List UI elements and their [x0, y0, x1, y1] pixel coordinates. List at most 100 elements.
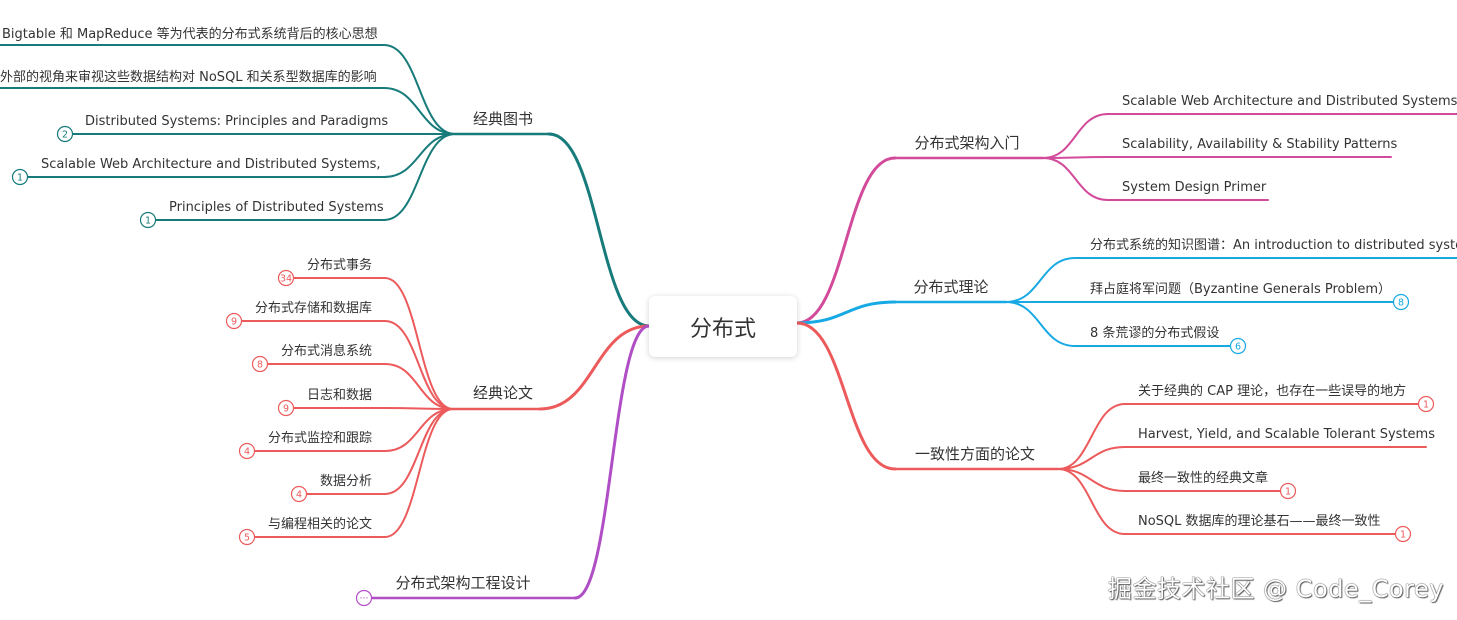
leaf-papers-6[interactable]: 与编程相关的论文: [268, 516, 372, 532]
badge-count: 9: [283, 403, 289, 414]
count-badge-consistency-0[interactable]: 1: [1417, 395, 1435, 413]
count-badge-papers-3[interactable]: 9: [277, 399, 295, 417]
badge-circle: [1229, 337, 1247, 355]
topic-theory[interactable]: 分布式理论: [913, 278, 988, 296]
branch-line-consistency: [795, 321, 897, 471]
badge-circle: [1392, 293, 1410, 311]
badge-count: 1: [1423, 399, 1429, 410]
badge-circle: [1279, 482, 1297, 500]
badge-circle: [238, 528, 256, 546]
badge-count: 1: [17, 172, 23, 183]
leaf-connector-intro-1: [1042, 156, 1109, 159]
badge-circle: [251, 355, 269, 373]
count-badge-papers-2[interactable]: 8: [251, 355, 269, 373]
leaf-books-2[interactable]: Distributed Systems: Principles and Para…: [85, 114, 388, 129]
leaf-books-4[interactable]: Principles of Distributed Systems: [169, 200, 384, 215]
leaf-connector-papers-0: [384, 277, 454, 410]
topic-consistency[interactable]: 一致性方面的论文: [915, 445, 1035, 463]
badge-count: 34: [280, 273, 292, 284]
count-badge-theory-1[interactable]: 8: [1392, 293, 1410, 311]
branch-line-theory: [795, 300, 897, 325]
leaf-connector-books-1: [383, 87, 456, 135]
leaf-books-3[interactable]: Scalable Web Architecture and Distribute…: [41, 157, 381, 172]
leaf-papers-2[interactable]: 分布式消息系统: [281, 343, 372, 359]
leaf-connector-papers-6: [384, 408, 454, 538]
badge-count: 8: [257, 359, 263, 370]
badge-circle: [225, 312, 243, 330]
leaf-connector-consistency-1: [1057, 446, 1126, 470]
count-badge-theory-2[interactable]: 6: [1229, 337, 1247, 355]
leaf-connector-papers-5: [384, 408, 454, 495]
badge-circle: [11, 168, 29, 186]
count-badge-books-3[interactable]: 1: [11, 168, 29, 186]
leaf-intro-2[interactable]: System Design Primer: [1122, 180, 1267, 195]
leaf-consistency-2[interactable]: 最终一致性的经典文章: [1138, 470, 1268, 486]
badge-count: 8: [1398, 297, 1404, 308]
badge-circle: [355, 589, 373, 607]
count-badge-books-2[interactable]: 2: [56, 125, 74, 143]
branch-line-engineering: [573, 324, 651, 600]
watermark: 掘金技术社区 @ Code_Corey: [1108, 575, 1444, 603]
count-badge-consistency-3[interactable]: 1: [1394, 525, 1412, 543]
root-node[interactable]: 分布式: [649, 296, 797, 357]
leaf-connector-theory-0: [1005, 257, 1076, 303]
topic-intro[interactable]: 分布式架构入门: [914, 134, 1019, 152]
badge-circle: [277, 399, 295, 417]
leaf-papers-1[interactable]: 分布式存储和数据库: [255, 300, 372, 316]
badge-count: 6: [1235, 341, 1241, 352]
leaf-intro-1[interactable]: Scalability, Availability & Stability Pa…: [1122, 137, 1397, 152]
badge-count: 1: [1285, 486, 1291, 497]
badge-circle: [290, 485, 308, 503]
leaf-connector-books-3: [383, 133, 456, 178]
leaf-connector-papers-4: [384, 408, 454, 452]
topic-engineering[interactable]: 分布式架构工程设计: [395, 574, 530, 592]
badge-count: 1: [145, 215, 151, 226]
branch-line-books: [547, 132, 651, 328]
count-badge-papers-6[interactable]: 5: [238, 528, 256, 546]
collapsed-badge-engineering[interactable]: ···: [355, 589, 373, 607]
count-badge-papers-4[interactable]: 4: [238, 442, 256, 460]
badge-count: 4: [296, 489, 302, 500]
badge-count: 4: [244, 446, 250, 457]
leaf-theory-1[interactable]: 拜占庭将军问题（Byzantine Generals Problem）: [1090, 281, 1391, 297]
leaf-connector-intro-2: [1042, 157, 1109, 201]
leaf-books-0[interactable]: Bigtable 和 MapReduce 等为代表的分布式系统背后的核心思想: [2, 26, 378, 42]
badge-count: 2: [62, 129, 68, 140]
leaf-consistency-3[interactable]: NoSQL 数据库的理论基石——最终一致性: [1138, 513, 1381, 529]
leaf-connector-consistency-2: [1057, 468, 1126, 492]
leaf-connector-books-0: [383, 44, 456, 135]
count-badge-papers-5[interactable]: 4: [290, 485, 308, 503]
count-badge-papers-0[interactable]: 34: [277, 269, 295, 287]
leaf-consistency-0[interactable]: 关于经典的 CAP 理论，也存在一些误导的地方: [1138, 383, 1406, 399]
count-badge-papers-1[interactable]: 9: [225, 312, 243, 330]
badge-circle: [1394, 525, 1412, 543]
leaf-connector-consistency-3: [1057, 468, 1126, 535]
leaf-papers-0[interactable]: 分布式事务: [307, 257, 372, 273]
badge-circle: [56, 125, 74, 143]
leaf-theory-2[interactable]: 8 条荒谬的分布式假设: [1090, 325, 1219, 341]
topic-books[interactable]: 经典图书: [473, 110, 533, 128]
leaf-papers-5[interactable]: 数据分析: [320, 474, 372, 489]
leaf-connector-papers-1: [384, 320, 454, 410]
badge-count: 5: [244, 532, 250, 543]
badge-circle: [1417, 395, 1435, 413]
leaf-connector-intro-0: [1042, 113, 1109, 159]
leaf-connector-books-4: [383, 133, 456, 221]
leaf-papers-4[interactable]: 分布式监控和跟踪: [268, 431, 372, 446]
leaf-consistency-1[interactable]: Harvest, Yield, and Scalable Tolerant Sy…: [1138, 427, 1435, 442]
leaf-theory-0[interactable]: 分布式系统的知识图谱：An introduction to distribute…: [1090, 237, 1457, 253]
leaf-books-1[interactable]: 外部的视角来审视这些数据结构对 NoSQL 和关系型数据库的影响: [0, 69, 377, 85]
leaf-connector-theory-2: [1005, 301, 1076, 347]
count-badge-consistency-2[interactable]: 1: [1279, 482, 1297, 500]
badge-circle: [277, 269, 295, 287]
count-badge-books-4[interactable]: 1: [139, 211, 157, 229]
branch-line-intro: [795, 156, 897, 325]
topic-papers[interactable]: 经典论文: [473, 384, 533, 402]
leaf-papers-3[interactable]: 日志和数据: [307, 388, 372, 403]
badge-count: 9: [231, 316, 237, 327]
badge-circle: [139, 211, 157, 229]
leaf-connector-consistency-0: [1057, 403, 1126, 470]
badge-count: ···: [359, 593, 368, 604]
leaf-intro-0[interactable]: Scalable Web Architecture and Distribute…: [1122, 94, 1457, 109]
